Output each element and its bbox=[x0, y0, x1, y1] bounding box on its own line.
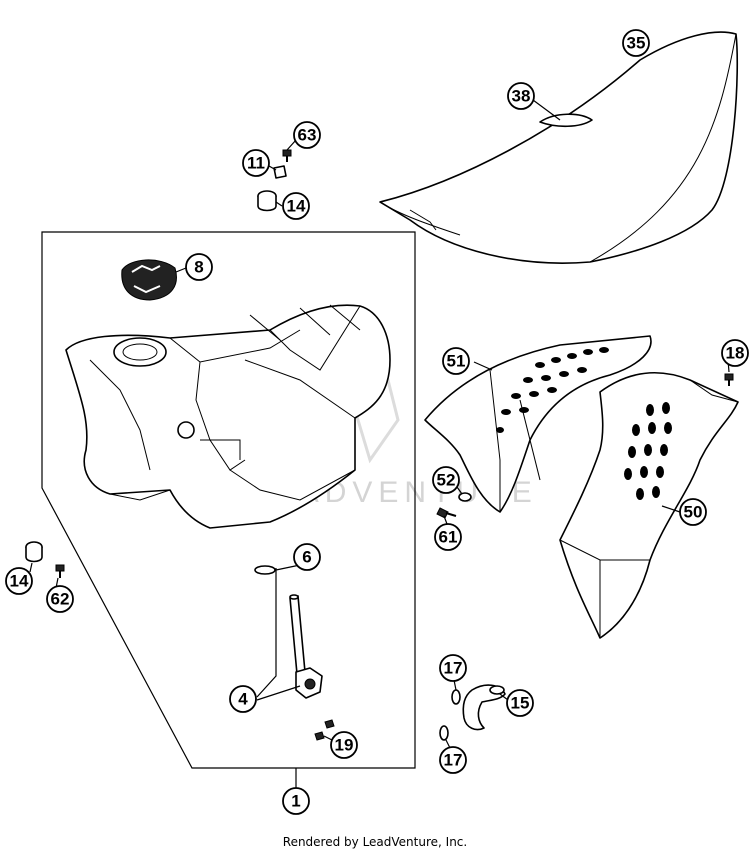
svg-text:8: 8 bbox=[194, 258, 203, 277]
screw-18 bbox=[724, 373, 734, 386]
seat bbox=[379, 31, 739, 264]
svg-text:17: 17 bbox=[444, 659, 463, 678]
callout-15: 15 bbox=[506, 689, 534, 717]
callout-51: 51 bbox=[442, 347, 470, 375]
svg-text:11: 11 bbox=[247, 154, 265, 173]
svg-text:52: 52 bbox=[437, 471, 456, 490]
callout-63: 63 bbox=[293, 121, 321, 149]
svg-text:14: 14 bbox=[10, 572, 29, 591]
screw-63 bbox=[282, 149, 292, 162]
washer-52 bbox=[458, 492, 472, 502]
svg-text:4: 4 bbox=[238, 690, 248, 709]
nut-11 bbox=[273, 165, 287, 179]
screw-62 bbox=[55, 564, 65, 578]
clamp-17-top bbox=[451, 689, 461, 705]
screws-19 bbox=[314, 719, 335, 741]
callout-35: 35 bbox=[622, 29, 650, 57]
svg-text:18: 18 bbox=[726, 344, 745, 363]
bushing-14-top bbox=[257, 190, 277, 212]
svg-text:50: 50 bbox=[684, 503, 703, 522]
callout-62: 62 bbox=[46, 585, 74, 613]
fuel-tap-4 bbox=[289, 594, 323, 699]
footer-credit: Rendered by LeadVenture, Inc. bbox=[282, 835, 468, 849]
o-ring-6 bbox=[254, 565, 276, 575]
vent-holes-50 bbox=[624, 402, 672, 500]
callout-52: 52 bbox=[432, 466, 460, 494]
svg-text:19: 19 bbox=[335, 736, 354, 755]
callout-18: 18 bbox=[721, 339, 749, 367]
callout-14-left: 14 bbox=[5, 567, 33, 595]
callout-61: 61 bbox=[434, 523, 462, 551]
callout-11: 11 bbox=[242, 149, 270, 177]
hose-15 bbox=[462, 684, 506, 731]
clamp-17-bottom bbox=[439, 725, 449, 741]
screw-61 bbox=[436, 507, 457, 519]
callout-14-top: 14 bbox=[282, 192, 310, 220]
assembly-bracket bbox=[41, 231, 416, 769]
callout-50: 50 bbox=[679, 498, 707, 526]
svg-text:51: 51 bbox=[447, 352, 466, 371]
vent-holes-51 bbox=[496, 347, 609, 433]
callout-6: 6 bbox=[293, 543, 321, 571]
fuel-tank bbox=[65, 304, 391, 529]
leader-lines bbox=[29, 99, 730, 749]
side-cover-right bbox=[559, 371, 739, 639]
svg-text:38: 38 bbox=[512, 87, 531, 106]
callout-4: 4 bbox=[229, 685, 257, 713]
callout-38: 38 bbox=[507, 82, 535, 110]
svg-text:14: 14 bbox=[287, 197, 306, 216]
fuel-cap bbox=[121, 259, 177, 301]
callout-17-bottom: 17 bbox=[439, 746, 467, 774]
callout-8: 8 bbox=[185, 253, 213, 281]
svg-text:62: 62 bbox=[51, 590, 70, 609]
svg-text:35: 35 bbox=[627, 34, 646, 53]
bushing-14-left bbox=[25, 541, 43, 563]
callout-19: 19 bbox=[330, 731, 358, 759]
svg-text:6: 6 bbox=[302, 548, 311, 567]
side-cover-left bbox=[424, 335, 652, 513]
svg-text:17: 17 bbox=[444, 751, 463, 770]
svg-text:1: 1 bbox=[291, 792, 300, 811]
callout-17-top: 17 bbox=[439, 654, 467, 682]
callout-1: 1 bbox=[282, 787, 310, 815]
svg-text:61: 61 bbox=[439, 528, 458, 547]
svg-text:15: 15 bbox=[511, 694, 530, 713]
svg-text:63: 63 bbox=[298, 126, 317, 145]
